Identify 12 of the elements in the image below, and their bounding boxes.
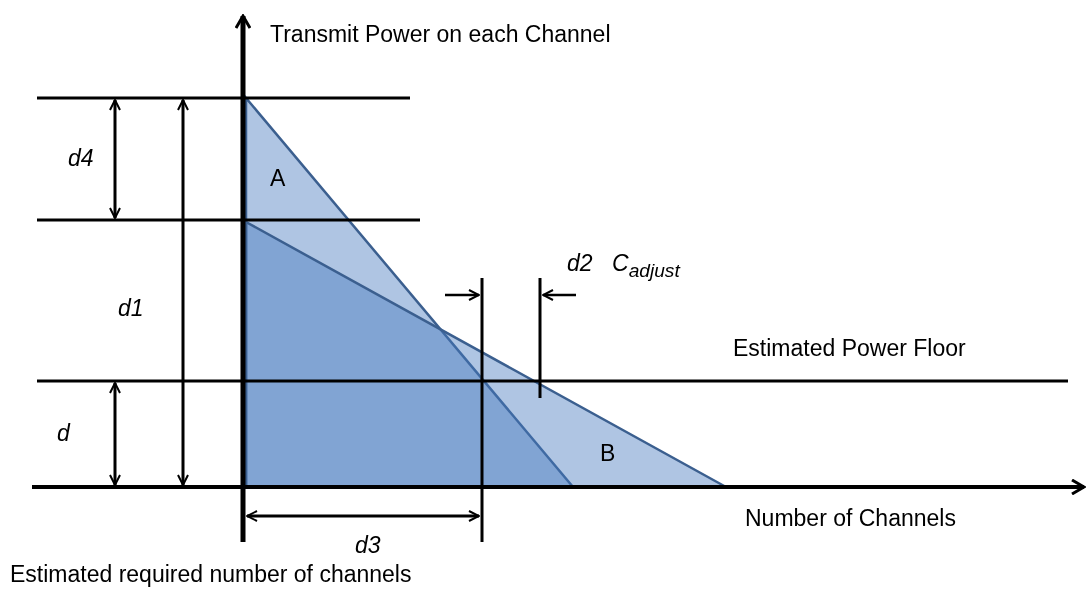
axis-title: Number of Channels [745,506,956,532]
line-label: Estimated Power Floor [733,336,966,362]
region-label: B [600,441,616,467]
axis-title: Transmit Power on each Channel [270,22,611,48]
region-label: A [270,166,286,192]
axis-label: Estimated required number of channels [10,562,412,588]
dimension-label: d [57,421,70,447]
dimension-label: d4 [68,146,94,172]
dimension-label: d3 [355,533,381,559]
dimension-label: d2 [567,251,593,277]
variable-label: C$_{adjust}$ [612,251,680,281]
dimension-label: d1 [118,296,144,322]
